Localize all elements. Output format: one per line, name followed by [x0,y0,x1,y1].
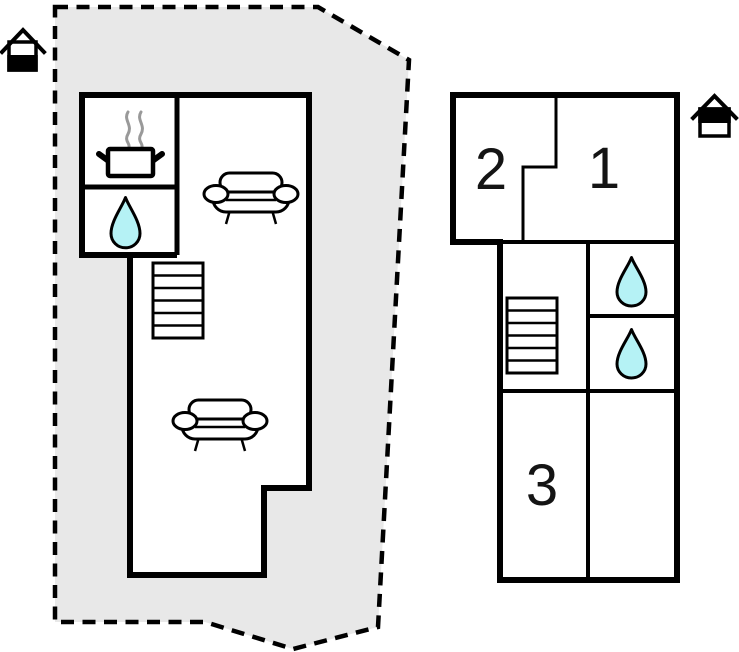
sofa-icon [202,171,300,225]
ground-floor-plan [79,92,312,578]
wall-room1-room2-divider [521,95,558,242]
water-drop-icon [615,256,648,308]
house-filled-upper-half [698,107,731,123]
room-3-label: 3 [526,453,558,518]
water-drop-icon [615,328,648,380]
house-roof [0,27,47,55]
stairs-icon [151,261,205,340]
pot-body [105,146,156,179]
house-roof [690,93,739,121]
upper-floor-plan: 2 1 3 [450,92,680,583]
water-drop-icon [109,196,142,250]
cooking-pot-icon [96,110,165,179]
water-drop-shape [109,196,142,250]
sofa-armrest [272,184,300,204]
room-1-label: 1 [588,136,620,201]
sofa-armrest [171,411,199,431]
steam-line [125,110,131,149]
sofa-back [187,398,253,421]
house-filled-lower-half [7,55,38,72]
house-ground-floor-icon [0,27,47,72]
room-2-label: 2 [475,137,507,202]
house-upper-floor-icon [690,93,739,138]
sofa-back [218,171,284,194]
water-drop-shape [615,328,648,380]
sofa-armrest [241,411,269,431]
stairs-icon [505,296,559,375]
sofa-armrest [202,184,230,204]
steam-line [138,110,144,149]
water-drop-shape [615,256,648,308]
sofa-icon [171,398,269,452]
